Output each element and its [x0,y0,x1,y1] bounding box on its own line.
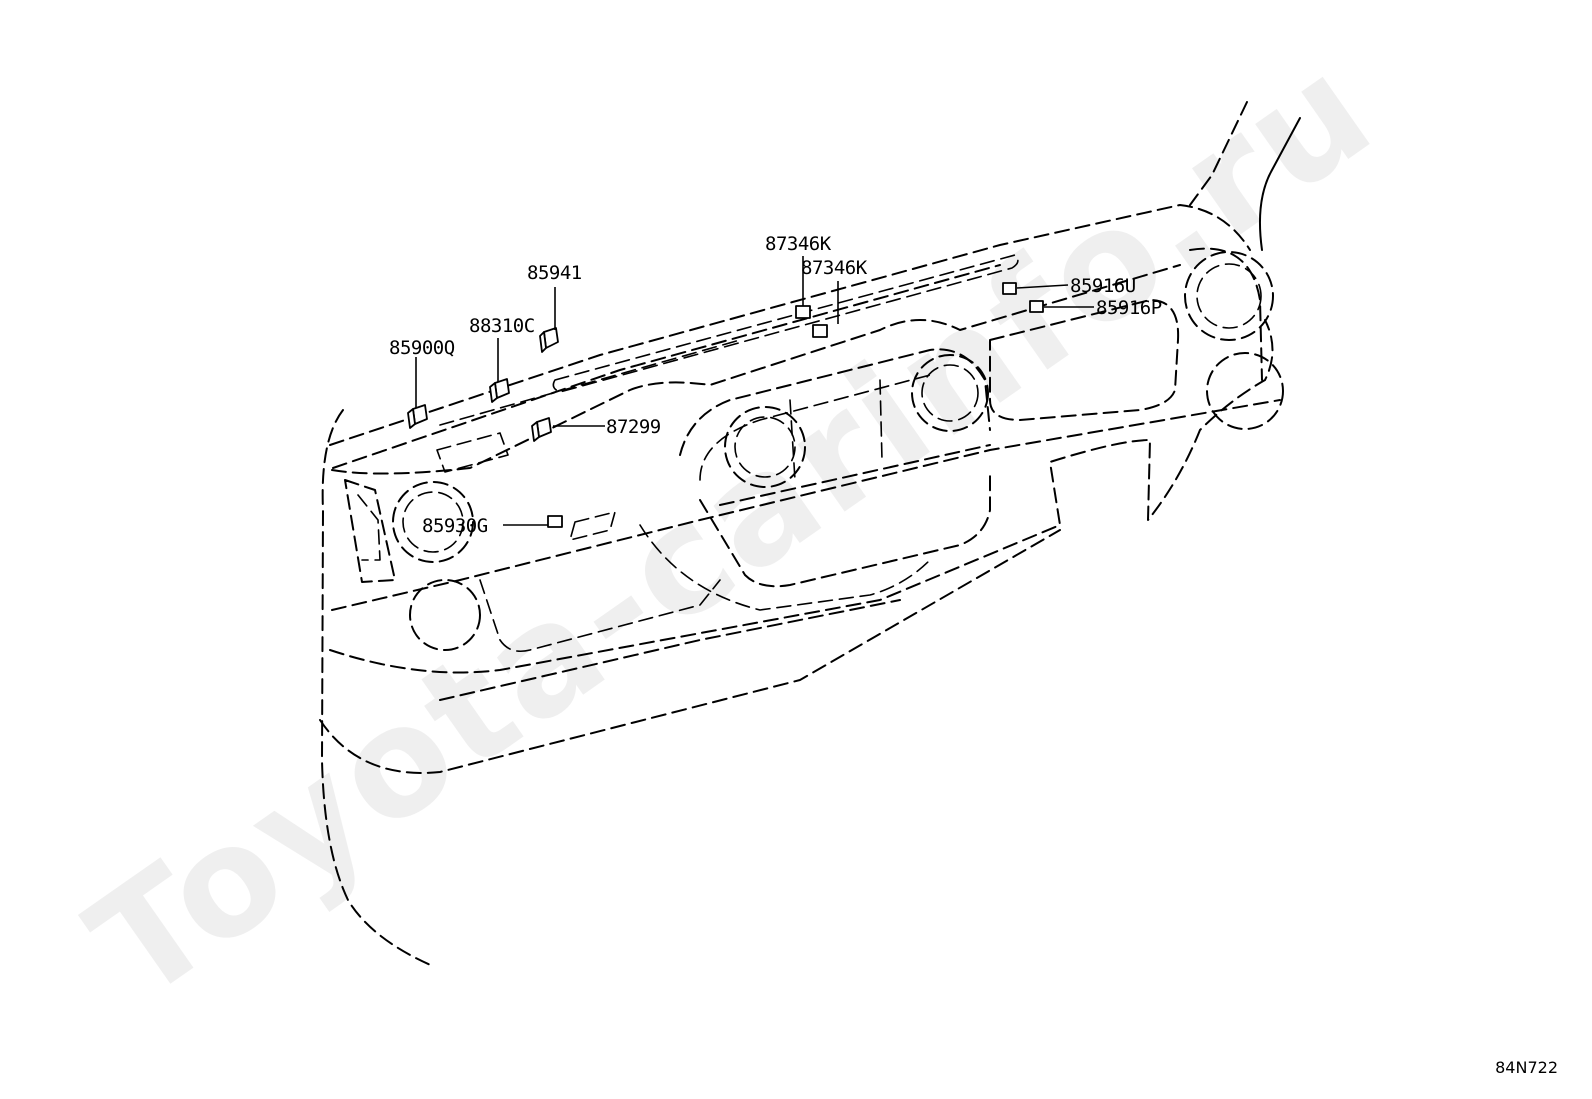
callout-87346K-a: 87346K [765,233,832,255]
part-85941 [539,327,559,353]
callout-87346K-b: 87346K [801,257,868,279]
callout-85900Q: 85900Q [389,337,455,359]
callout-85941: 85941 [527,262,582,284]
callout-87299: 87299 [606,416,661,438]
callout-85930G: 85930G [422,515,488,537]
watermark: Toyota-carinfo.ru [61,21,1404,1034]
callout-labels: 85941 88310C 85900Q 87299 85930G 87346K … [389,233,1162,537]
callout-85916P: 85916P [1096,297,1162,319]
part-85916P [1029,300,1044,313]
leader-lines [415,256,1094,526]
switch-bezels [436,432,616,541]
part-87346K-a [795,305,811,319]
part-85916U [1002,282,1017,295]
part-87346K-b [812,324,828,338]
callout-85916U: 85916U [1070,275,1136,297]
part-85900Q [407,404,428,429]
diagram-code: 84N722 [1495,1058,1558,1077]
part-85930G [547,515,563,528]
part-87299 [531,417,552,442]
dashboard-outline [319,101,1301,968]
part-88310C [489,378,510,403]
callout-88310C: 88310C [469,315,535,337]
air-vents [392,251,1284,651]
